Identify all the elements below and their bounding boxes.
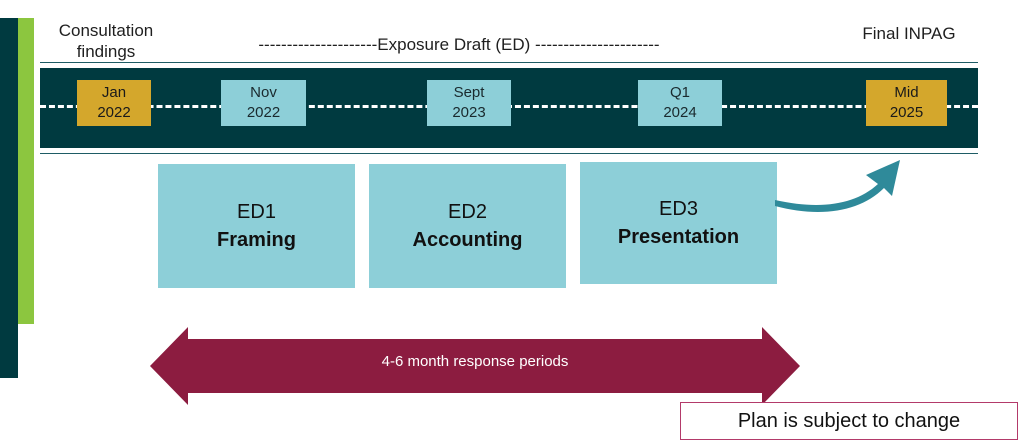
milestone-line1: Sept [453,84,485,101]
ed1-box: ED1 Framing [158,164,355,288]
left-green-bar [18,18,34,324]
milestone-sept-2023: Sept 2023 [427,80,511,126]
milestone-line2: 2025 [889,104,924,121]
plan-note-text: Plan is subject to change [737,409,961,432]
milestone-q1-2024: Q1 2024 [638,80,722,126]
milestone-line2: 2023 [452,104,486,121]
ed3-code: ED3 [659,198,698,220]
milestone-line2: 2022 [246,104,281,121]
consultation-findings-label: Consultation findings [58,21,154,61]
exposure-draft-label: ---------------------Exposure Draft (ED)… [258,35,660,54]
milestone-line1: Nov [250,84,277,101]
ed3-box: ED3 Presentation [580,162,777,284]
left-dark-bar [0,18,18,378]
ed3-title: Presentation [617,226,740,248]
milestone-line2: 2024 [663,104,697,121]
milestone-mid-2025: Mid 2025 [866,80,947,126]
curved-arrow-to-final [775,160,900,212]
ed2-title: Accounting [412,229,523,251]
ed2-code: ED2 [448,201,487,223]
milestone-line1: Mid [894,84,919,101]
ed1-code: ED1 [237,201,276,223]
response-period-label: 4-6 month response periods [381,353,569,370]
response-period-double-arrow [150,327,800,405]
ed1-title: Framing [217,229,296,251]
final-inpag-label: Final INPAG [862,24,956,43]
milestone-line1: Q1 [669,84,690,101]
top-rule [40,62,978,63]
milestone-nov-2022: Nov 2022 [221,80,306,126]
milestone-line2: 2022 [97,104,131,121]
milestone-jan-2022: Jan 2022 [77,80,151,126]
milestone-line1: Jan [101,84,127,101]
bottom-rule [40,153,978,154]
plan-note-box: Plan is subject to change [680,402,1018,440]
ed2-box: ED2 Accounting [369,164,566,288]
